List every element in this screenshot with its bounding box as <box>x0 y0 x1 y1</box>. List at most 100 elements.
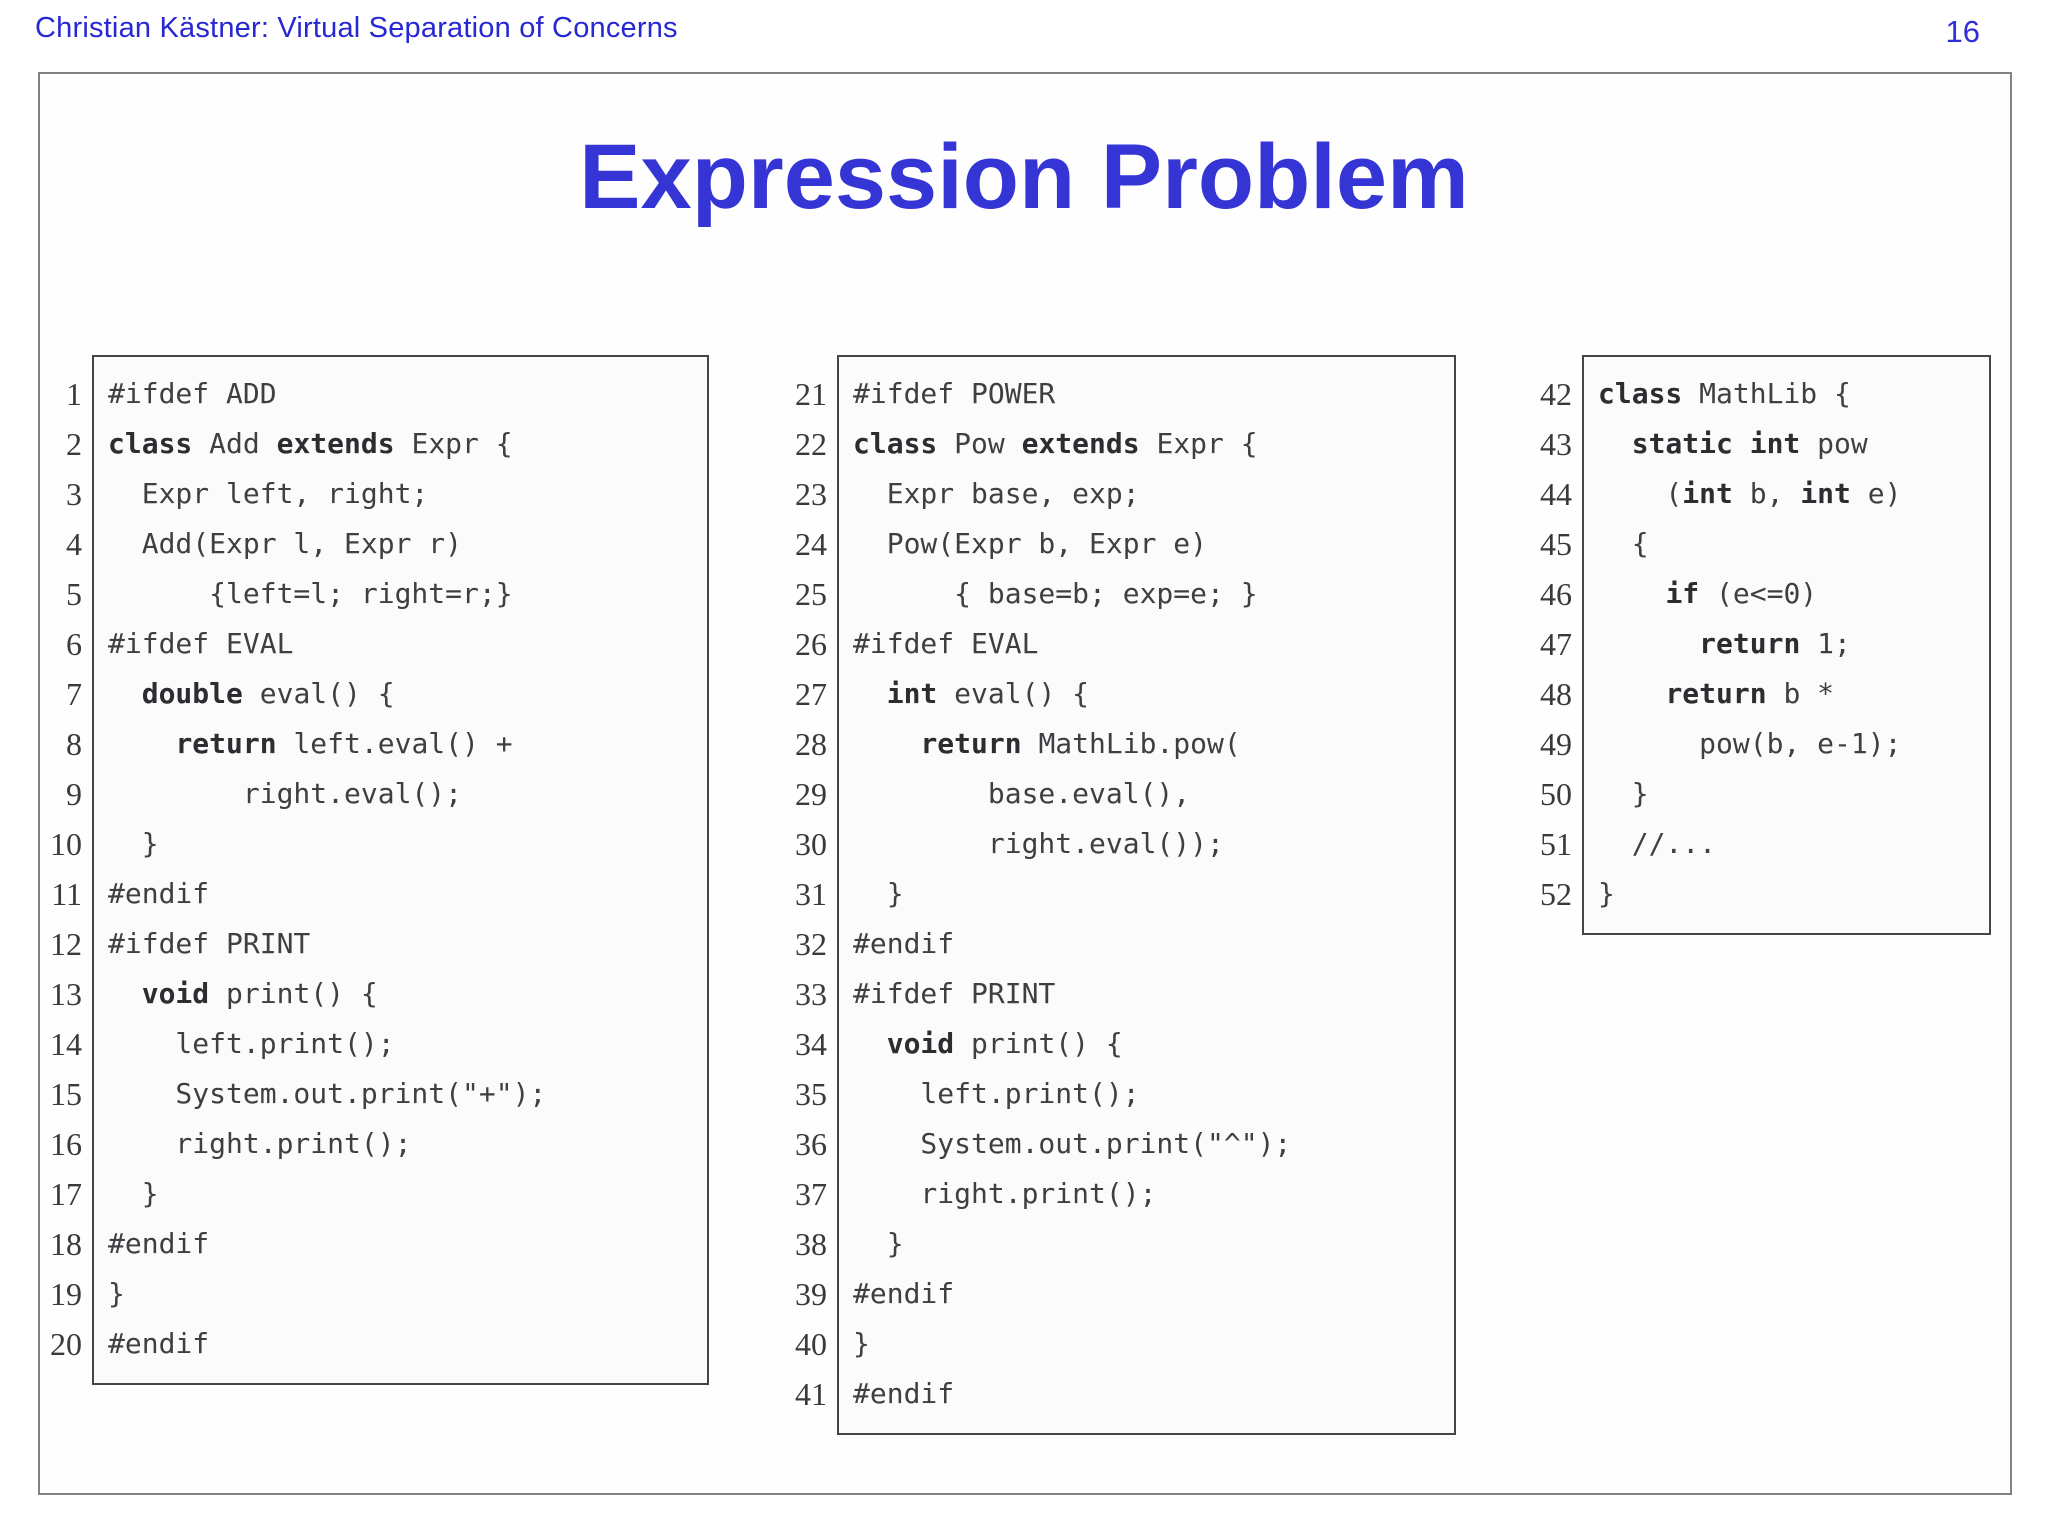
code-line: return b * <box>1665 677 1835 710</box>
line-number: 27 <box>795 676 827 712</box>
code-line: { <box>1598 527 1649 560</box>
code-line: } <box>108 1177 159 1210</box>
line-number: 49 <box>1540 726 1572 762</box>
line-number: 16 <box>50 1126 82 1162</box>
code-line: left.print(); <box>108 1027 395 1060</box>
code-line: class Add extends Expr { <box>108 427 513 460</box>
code-line: #endif <box>853 927 955 960</box>
code-line: if (e<=0) <box>1665 577 1818 610</box>
line-number: 21 <box>795 376 827 412</box>
line-number: 3 <box>66 476 82 512</box>
code-line: } <box>853 1227 904 1260</box>
code-line: System.out.print("^"); <box>853 1127 1292 1160</box>
line-number: 37 <box>795 1176 827 1212</box>
line-number: 4 <box>66 526 82 562</box>
code-line: int eval() { <box>886 677 1090 710</box>
code-line: #ifdef PRINT <box>853 977 1056 1010</box>
code-line: #endif <box>108 1227 210 1260</box>
code-line: return 1; <box>1699 627 1851 660</box>
header-title: Christian Kästner: Virtual Separation of… <box>35 12 678 44</box>
code-line: right.print(); <box>853 1177 1157 1210</box>
line-number: 41 <box>795 1376 827 1412</box>
line-number: 6 <box>66 626 82 662</box>
code-line: pow(b, e-1); <box>1598 727 1902 760</box>
code-line: #endif <box>853 1377 955 1410</box>
code-line: #ifdef EVAL <box>853 627 1039 660</box>
code-line: void print() { <box>141 977 378 1010</box>
line-number: 14 <box>50 1026 82 1062</box>
code-line: } <box>1598 877 1615 910</box>
code-line: right.eval()); <box>853 827 1224 860</box>
code-line: #ifdef ADD <box>108 377 277 410</box>
page-number: 16 <box>1945 14 1980 49</box>
code-line: Expr base, exp; <box>853 477 1140 510</box>
code-line: base.eval(), <box>853 777 1191 810</box>
line-number: 40 <box>795 1326 827 1362</box>
code-line: right.print(); <box>108 1127 412 1160</box>
line-number: 28 <box>795 726 827 762</box>
line-number: 42 <box>1540 376 1572 412</box>
code-line: } <box>853 877 904 910</box>
line-number: 39 <box>795 1276 827 1312</box>
code-line: void print() { <box>886 1027 1123 1060</box>
line-number: 34 <box>795 1026 827 1062</box>
line-number: 51 <box>1540 826 1572 862</box>
line-number: 48 <box>1540 676 1572 712</box>
line-number: 11 <box>51 876 82 912</box>
line-number: 47 <box>1540 626 1572 662</box>
code-line: System.out.print("+"); <box>108 1077 547 1110</box>
line-number: 19 <box>50 1276 82 1312</box>
line-number: 29 <box>795 776 827 812</box>
line-number: 31 <box>795 876 827 912</box>
line-number: 18 <box>50 1226 82 1262</box>
line-number: 45 <box>1540 526 1572 562</box>
line-number: 46 <box>1540 576 1572 612</box>
code-line: #endif <box>853 1277 955 1310</box>
code-box: class MathLib { static int pow (int b, i… <box>1582 355 1991 935</box>
line-number: 13 <box>50 976 82 1012</box>
line-number: 9 <box>66 776 82 812</box>
code-line: #endif <box>108 877 210 910</box>
code-line: #ifdef POWER <box>853 377 1056 410</box>
line-number: 2 <box>66 426 82 462</box>
line-number: 5 <box>66 576 82 612</box>
line-number: 24 <box>795 526 827 562</box>
line-number: 8 <box>66 726 82 762</box>
line-number: 7 <box>66 676 82 712</box>
code-line: double eval() { <box>141 677 395 710</box>
line-number: 23 <box>795 476 827 512</box>
line-number: 32 <box>795 926 827 962</box>
code-line: } <box>108 827 159 860</box>
code-box: #ifdef ADD class Add extends Expr { Expr … <box>92 355 709 1385</box>
code-line: Expr left, right; <box>108 477 429 510</box>
line-number: 30 <box>795 826 827 862</box>
line-number: 38 <box>795 1226 827 1262</box>
code-line: //... <box>1598 827 1717 860</box>
line-number: 1 <box>66 376 82 412</box>
code-line: {left=l; right=r;} <box>108 577 513 610</box>
line-number: 44 <box>1540 476 1572 512</box>
code-line: #ifdef PRINT <box>108 927 311 960</box>
code-line: static int pow <box>1631 427 1868 460</box>
line-number: 50 <box>1540 776 1572 812</box>
code-line: return left.eval() + <box>175 727 513 760</box>
code-line: } <box>108 1277 125 1310</box>
line-number: 15 <box>50 1076 82 1112</box>
line-number: 12 <box>50 926 82 962</box>
code-line: return MathLib.pow( <box>920 727 1241 760</box>
code-line: #endif <box>108 1327 210 1360</box>
line-number: 22 <box>795 426 827 462</box>
code-line: Add(Expr l, Expr r) <box>108 527 463 560</box>
code-line: } <box>1598 777 1649 810</box>
code-line: { base=b; exp=e; } <box>853 577 1258 610</box>
line-number: 43 <box>1540 426 1572 462</box>
line-number: 36 <box>795 1126 827 1162</box>
